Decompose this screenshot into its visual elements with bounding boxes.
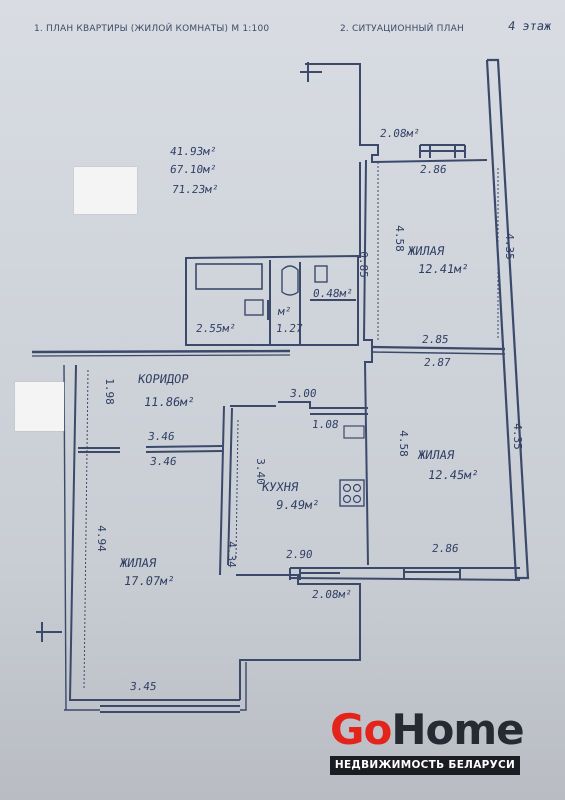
bedroom-top-label: ЖИЛАЯ [407, 244, 446, 258]
wall-between-bedrooms [371, 345, 506, 351]
redacted-patch-top [74, 167, 137, 214]
dim-3-00: 3.00 [289, 387, 318, 400]
dim-2-87: 2.87 [423, 356, 452, 369]
bedroom-right-area: 12.45м² [427, 468, 480, 482]
wc-size: 1.27 [275, 322, 304, 335]
dim-4-58-top: 4.58 [392, 225, 406, 252]
outer-wall-right [485, 58, 530, 580]
dim-2-86-top: 2.86 [419, 163, 448, 176]
logo-go: Go [330, 705, 392, 754]
total-area: 67.10м² [169, 163, 218, 176]
outer-wall-left [68, 364, 361, 701]
wall-kitchen [230, 401, 368, 409]
sink [244, 299, 264, 316]
dim-2-86-bottom: 2.86 [431, 542, 460, 555]
dim-4-58-mid: 4.58 [396, 430, 410, 457]
dim-2-85: 2.85 [421, 333, 450, 346]
dim-3-45: 3.45 [129, 680, 158, 693]
dim-3-46-a: 3.46 [147, 430, 176, 443]
closet-area: 0.48м² [312, 287, 354, 300]
living-left-label: ЖИЛАЯ [119, 556, 158, 570]
dim-1-08: 1.08 [311, 418, 340, 431]
logo-home: Home [391, 705, 524, 754]
wall-bedroom-top-left [362, 159, 373, 566]
kitchen-stove [339, 479, 365, 507]
corridor-label: КОРИДОР [137, 372, 190, 386]
dim-4-35-right: 4.35 [510, 423, 524, 450]
gohome-logo: GoHome НЕДВИЖИМОСТЬ БЕЛАРУСИ [330, 705, 525, 775]
logo-wordmark: GoHome [330, 705, 525, 754]
wall-balcony-top [305, 63, 488, 164]
wc-unit: м² [277, 305, 293, 318]
dim-1-98-left: 1.98 [102, 378, 116, 405]
living-area: 41.93м² [169, 145, 218, 158]
bathroom-area: 2.55м² [195, 322, 237, 335]
corridor-area: 11.86м² [143, 395, 196, 409]
plan-title: 1. ПЛАН КВАРТИРЫ (ЖИЛОЙ КОМНАТЫ) М 1:100 [34, 24, 270, 34]
kitchen-label: КУХНЯ [261, 480, 300, 494]
total-area-with-balcony: 71.23м² [171, 183, 220, 196]
wall-corridor-top [31, 349, 291, 354]
bedroom-right-label: ЖИЛАЯ [417, 448, 456, 462]
dim-2-90: 2.90 [285, 548, 314, 561]
kitchen-area: 9.49м² [275, 498, 321, 512]
toilet [281, 265, 299, 296]
dim-4-94-left: 4.94 [94, 525, 108, 552]
dim-0-85: 0.85 [356, 251, 370, 278]
redacted-patch-left [15, 382, 64, 431]
wall-bathroom [185, 254, 359, 346]
balcony-bottom-area: 2.08м² [311, 588, 353, 601]
dim-4-34: 4.34 [224, 541, 238, 568]
balcony-top-area: 2.08м² [379, 127, 421, 140]
bathtub [195, 263, 263, 290]
bedroom-top-area: 12.41м² [417, 262, 470, 276]
dim-3-46-b: 3.46 [149, 455, 178, 468]
situation-plan-title: 2. СИТУАЦИОННЫЙ ПЛАН [340, 24, 464, 34]
living-left-area: 17.07м² [123, 574, 176, 588]
dim-4-35-top: 4.35 [502, 233, 516, 260]
logo-tagline: НЕДВИЖИМОСТЬ БЕЛАРУСИ [330, 756, 520, 775]
